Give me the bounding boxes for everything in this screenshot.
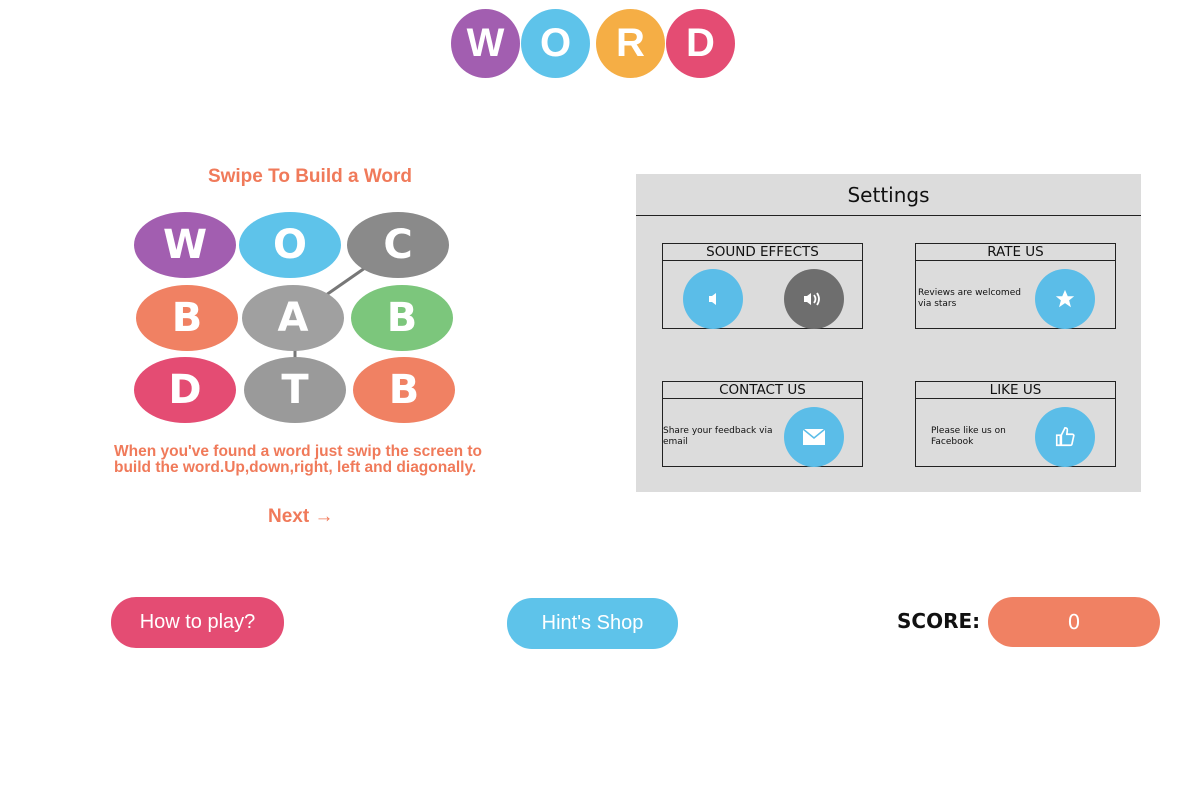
tutorial-title: Swipe To Build a Word [207, 166, 413, 187]
box-title: SOUND EFFECTS [663, 244, 862, 261]
speaker-mute-icon [709, 293, 716, 305]
tile: B [136, 285, 238, 351]
sound-off-button[interactable] [683, 269, 743, 329]
sound-on-button[interactable] [784, 269, 844, 329]
tile: A [242, 285, 344, 351]
tile: O [239, 212, 341, 278]
rate-button[interactable] [1035, 269, 1095, 329]
logo-letter: R [596, 9, 665, 78]
settings-title: Settings [636, 174, 1141, 216]
tile: B [351, 285, 453, 351]
logo-letter: D [666, 9, 735, 78]
sound-effects-box: SOUND EFFECTS [662, 243, 863, 329]
settings-panel: Settings SOUND EFFECTS RATE US Reviews a… [636, 174, 1141, 492]
tutorial-description: When you've found a word just swip the s… [114, 443, 482, 476]
box-text: Share your feedback via email [663, 426, 773, 447]
like-us-box: LIKE US Please like us on Facebook [915, 381, 1116, 467]
rate-us-box: RATE US Reviews are welcomed via stars [915, 243, 1116, 329]
score-value: 0 [988, 597, 1160, 647]
like-button[interactable] [1035, 407, 1095, 467]
box-title: LIKE US [916, 382, 1115, 399]
box-title: CONTACT US [663, 382, 862, 399]
box-title: RATE US [916, 244, 1115, 261]
box-text: Reviews are welcomed via stars [918, 288, 1021, 309]
logo-letter: W [451, 9, 520, 78]
thumbs-up-icon [1055, 427, 1075, 447]
tile: W [134, 212, 236, 278]
tile: T [244, 357, 346, 423]
email-button[interactable] [784, 407, 844, 467]
next-button[interactable]: Next → [268, 506, 334, 527]
logo-letter: O [521, 9, 590, 78]
tile: C [347, 212, 449, 278]
tile: D [134, 357, 236, 423]
contact-us-box: CONTACT US Share your feedback via email [662, 381, 863, 467]
score-label: SCORE: [897, 609, 981, 633]
how-to-play-button[interactable]: How to play? [111, 597, 284, 648]
speaker-volume-icon [804, 292, 820, 306]
star-icon [1055, 289, 1075, 308]
hints-shop-button[interactable]: Hint's Shop [507, 598, 678, 649]
box-text: Please like us on Facebook [931, 426, 1006, 447]
envelope-icon [802, 428, 826, 445]
tile: B [353, 357, 455, 423]
